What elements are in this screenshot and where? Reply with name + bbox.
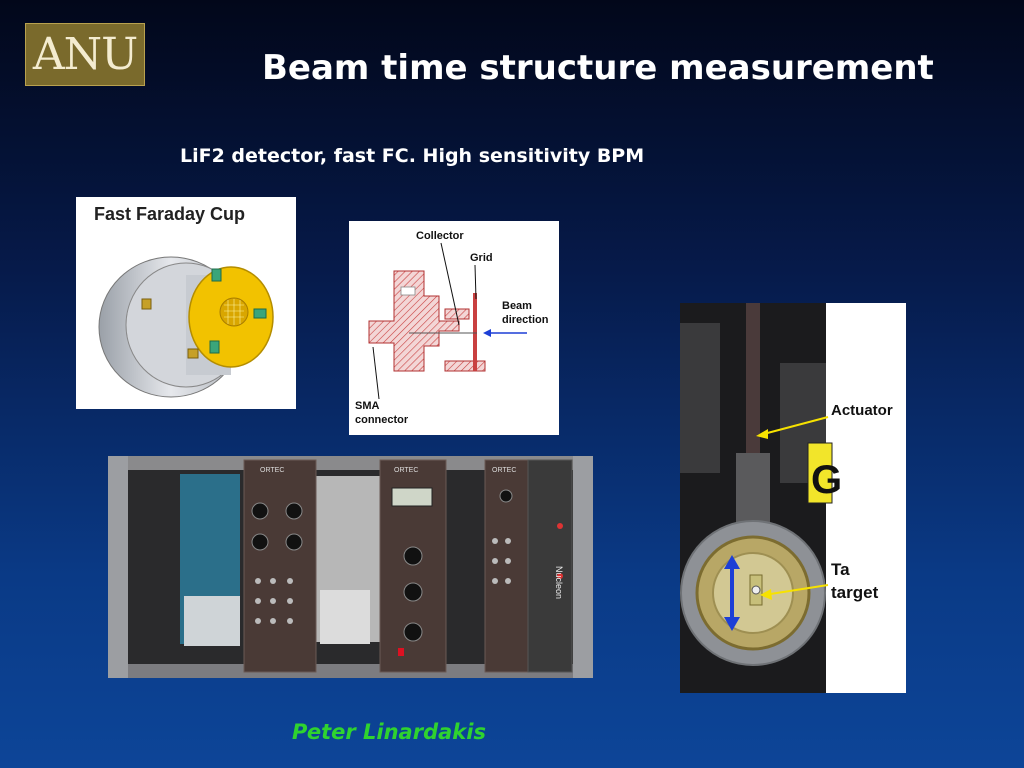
beam-label-line1: Beam xyxy=(502,300,532,312)
cross-section-drawing: Collector Grid Beam direction SMA connec… xyxy=(355,230,549,426)
target-assembly-illustration: G Actuator Ta target xyxy=(680,303,906,693)
beam-direction-arrow xyxy=(483,329,527,337)
beam-label-line2: direction xyxy=(502,314,549,326)
cross-section-figure: Collector Grid Beam direction SMA connec… xyxy=(349,221,559,435)
target-pointer xyxy=(760,584,829,600)
ortec-label-2: ORTEC xyxy=(394,467,418,474)
slide-title: Beam time structure measurement xyxy=(262,48,934,88)
author-name: Peter Linardakis xyxy=(292,720,486,744)
target-assembly-photo: G Actuator Ta target xyxy=(680,303,906,693)
sma-label-line2: connector xyxy=(355,414,409,426)
nim-rack-illustration: ORTEC ORTEC ORTEC Nucleon xyxy=(108,456,593,678)
actuator-pointer xyxy=(756,416,829,439)
actuator-label: Actuator xyxy=(831,402,893,419)
slide-subtitle: LiF2 detector, fast FC. High sensitivity… xyxy=(180,145,645,167)
nim-rack-photo: ORTEC ORTEC ORTEC Nucleon xyxy=(108,456,593,678)
faraday-cup-caption: Fast Faraday Cup xyxy=(94,204,246,224)
collector-label: Collector xyxy=(416,230,464,242)
logo-text: ANU xyxy=(32,28,138,80)
ortec-label-1: ORTEC xyxy=(260,467,284,474)
motion-arrow xyxy=(724,555,740,631)
anu-logo: ANU xyxy=(25,23,145,86)
nucleon-label: Nucleon xyxy=(554,566,564,599)
faraday-cup-drawing xyxy=(98,256,274,398)
sma-label-line1: SMA xyxy=(355,400,380,412)
ta-label-line1: Ta xyxy=(831,560,850,579)
faraday-cup-figure: Fast Faraday Cup xyxy=(76,197,296,409)
sign-letter: G xyxy=(811,458,842,502)
grid-label: Grid xyxy=(470,252,493,264)
ortec-label-3: ORTEC xyxy=(492,467,516,474)
ta-label-line2: target xyxy=(831,583,879,602)
